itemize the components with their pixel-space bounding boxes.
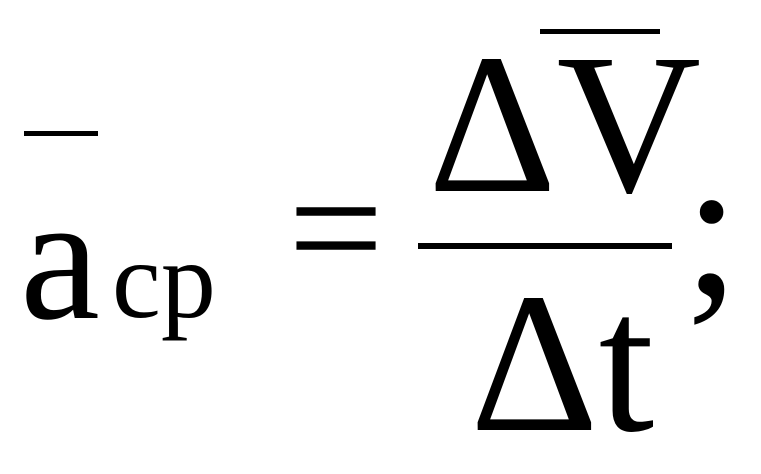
semicolon: ;: [684, 117, 740, 338]
fraction-line: [418, 243, 672, 249]
denominator-delta-time: Δt: [470, 253, 655, 474]
subscript-average: ср: [112, 219, 216, 341]
equals-sign: =: [288, 134, 384, 322]
vector-bar-acceleration: [24, 131, 98, 136]
acceleration-symbol: a: [20, 158, 100, 357]
vector-bar-velocity: [540, 29, 660, 34]
numerator-delta-velocity: ΔV: [428, 14, 702, 235]
average-acceleration-formula: a ср = ΔV Δt ;: [20, 14, 740, 464]
